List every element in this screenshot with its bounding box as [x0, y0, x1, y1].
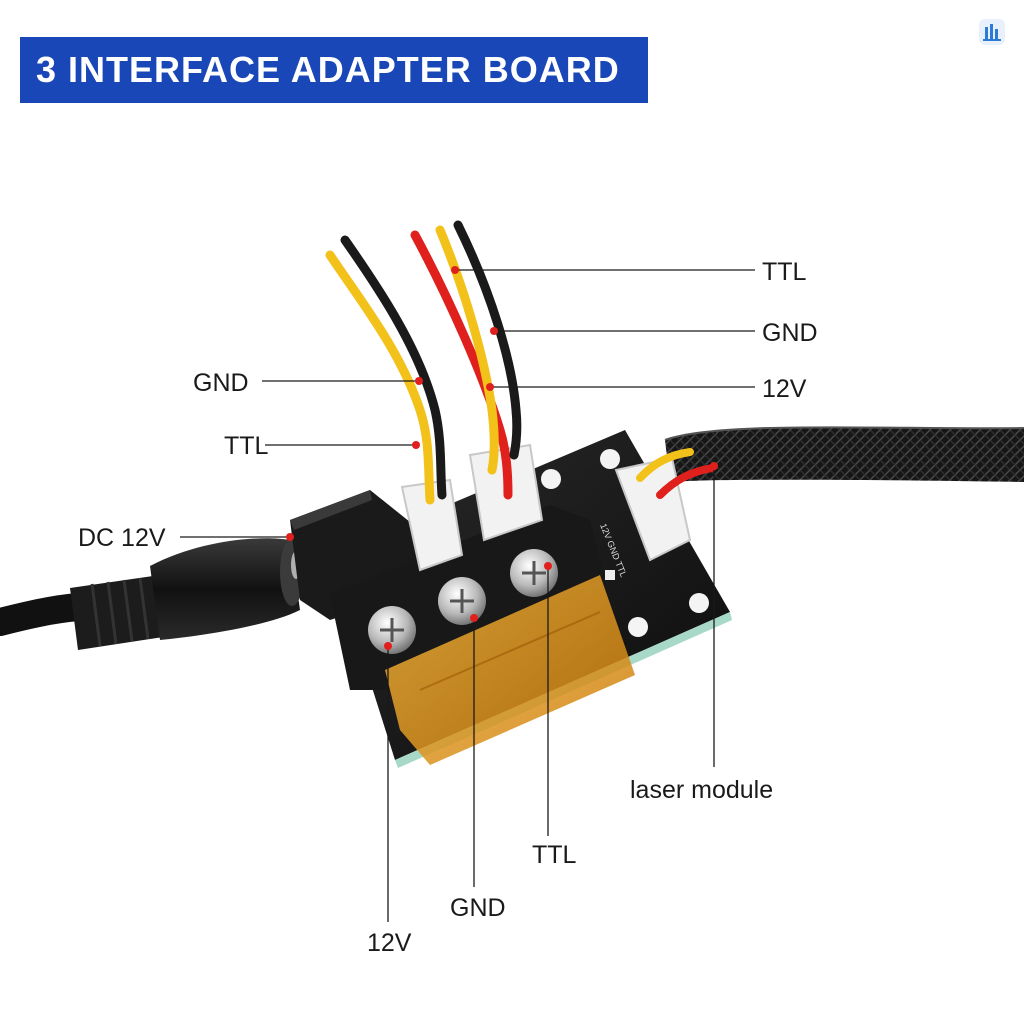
wires-laser: [636, 448, 716, 499]
screw-icon: [510, 549, 558, 597]
connector-left: [400, 478, 464, 572]
logo-icon: [979, 19, 1005, 45]
laser-cable: [664, 426, 1024, 482]
title-text: 3 INTERFACE ADAPTER BOARD: [36, 49, 620, 90]
screw-terminal-block: [330, 505, 635, 765]
label-gnd-bottom: GND: [450, 894, 506, 922]
label-ttl-top: TTL: [762, 258, 807, 286]
label-12v-top: 12V: [762, 375, 807, 403]
label-ttl-bottom: TTL: [532, 841, 577, 869]
label-gnd-left: GND: [193, 369, 249, 397]
screw-icon: [368, 606, 416, 654]
dc-power-cable: [0, 538, 304, 650]
wires-left: [325, 235, 447, 505]
label-dc-12v: DC 12V: [78, 524, 166, 552]
label-gnd-top: GND: [762, 319, 818, 347]
label-laser-module: laser module: [630, 776, 773, 804]
title-banner: 3 INTERFACE ADAPTER BOARD: [20, 37, 648, 103]
leader-dots: [286, 266, 718, 650]
label-12v-bottom: 12V: [367, 929, 412, 957]
screw-icon: [438, 577, 486, 625]
leader-lines: [180, 269, 755, 922]
label-ttl-left: TTL: [224, 432, 269, 460]
